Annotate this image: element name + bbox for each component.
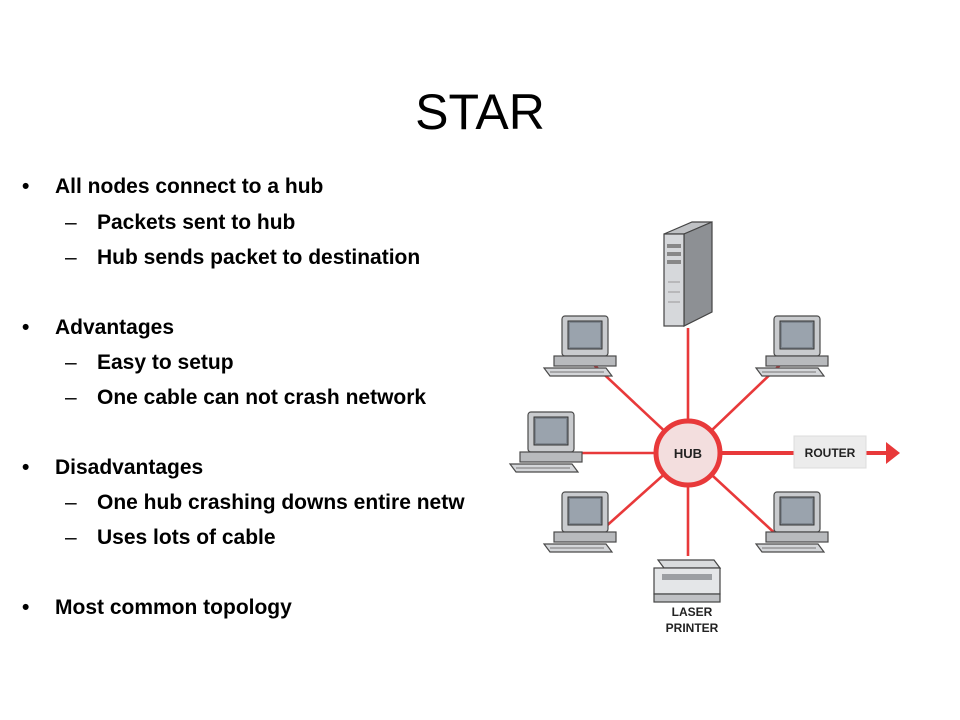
sub-bullet-text: Uses lots of cable (97, 526, 276, 549)
sub-bullet-text: Packets sent to hub (97, 211, 296, 234)
router-label: ROUTER (805, 446, 856, 460)
sub-bullet-dash: – (65, 246, 77, 269)
bullet-dot: • (22, 596, 30, 619)
slide-title: STAR (415, 84, 545, 140)
hub-label: HUB (674, 446, 702, 461)
star-topology-diagram: LASER PRINTER HUB ROUTER (498, 206, 910, 646)
sub-bullet-dash: – (65, 386, 77, 409)
bullet-text: All nodes connect to a hub (55, 175, 324, 198)
sub-bullet-dash: – (65, 211, 77, 234)
workstation-icon (509, 411, 583, 473)
workstation-icon (755, 315, 829, 377)
router-node (793, 435, 867, 469)
bullet-text: Disadvantages (55, 456, 204, 479)
printer-label: PRINTER (666, 621, 719, 635)
bullet-dot: • (22, 456, 30, 479)
sub-bullet-text: Hub sends packet to destination (97, 246, 421, 269)
sub-bullet-text: One hub crashing downs entire netw (97, 491, 465, 514)
sub-bullet-text: Easy to setup (97, 351, 234, 374)
hub-node (653, 418, 723, 488)
sub-bullet-text: One cable can not crash network (97, 386, 427, 409)
sub-bullet-dash: – (65, 491, 77, 514)
bullet-dot: • (22, 316, 30, 339)
sub-bullet-dash: – (65, 351, 77, 374)
bullet-text: Most common topology (55, 596, 292, 619)
printer-icon (653, 559, 722, 603)
sub-bullet-dash: – (65, 526, 77, 549)
workstation-icon (543, 491, 617, 553)
workstation-icon (755, 491, 829, 553)
workstation-icon (543, 315, 617, 377)
router-arrow-icon (886, 442, 900, 464)
printer-label: LASER (672, 605, 713, 619)
server-icon (663, 221, 713, 327)
bullet-text: Advantages (55, 316, 175, 339)
bullet-dot: • (22, 175, 30, 198)
